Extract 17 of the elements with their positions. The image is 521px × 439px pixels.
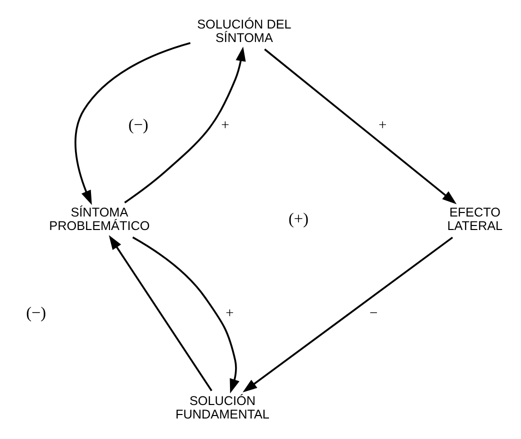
arrow — [74, 42, 191, 204]
arrow — [242, 236, 454, 392]
label: (+) — [288, 208, 309, 228]
node-text: SOLUCIÓN DEL SÍNTOMA — [197, 16, 292, 44]
label: (−) — [128, 114, 148, 134]
edge-label: − — [370, 305, 378, 322]
arrow — [124, 46, 246, 203]
arrow — [108, 234, 212, 391]
node-text: EFECTO LATERAL — [447, 205, 503, 233]
label: (−) — [26, 302, 46, 322]
node-text: SÍNTOMA PROBLEMÁTICO — [49, 205, 150, 233]
arrow — [264, 48, 457, 204]
edge-label: + — [378, 116, 387, 133]
edge-label: + — [226, 305, 234, 322]
arrow — [132, 236, 240, 393]
edge-label: + — [221, 116, 230, 133]
node-text: SOLUCIÓN FUNDAMENTAL — [176, 393, 270, 421]
